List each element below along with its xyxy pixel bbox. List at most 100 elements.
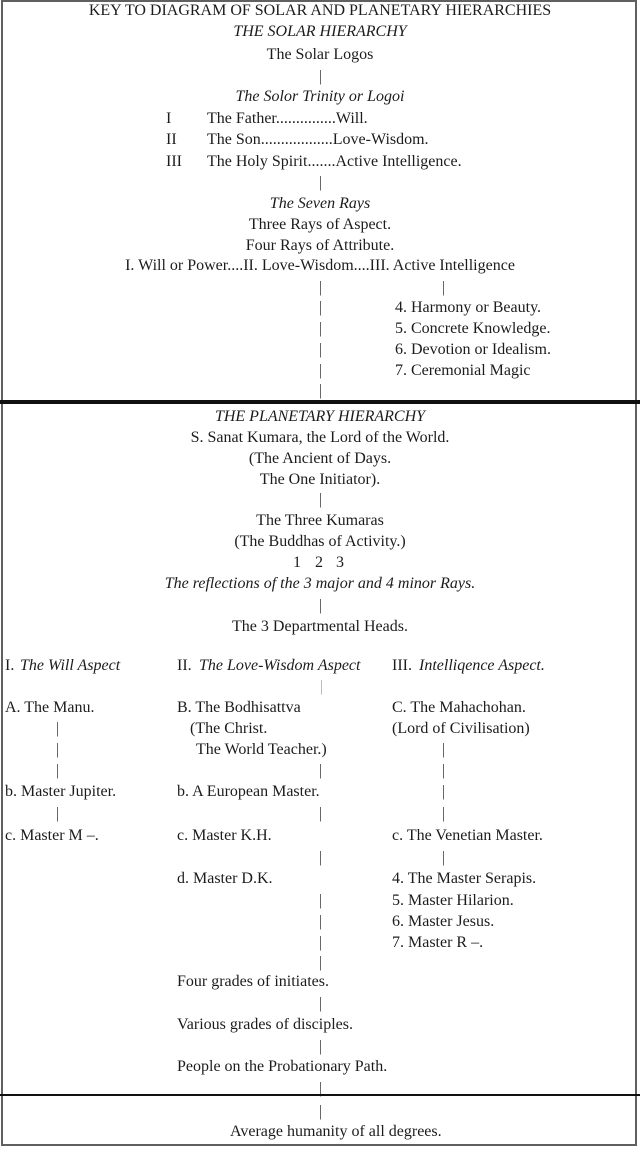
trinity-son-row: II The Son..................Love-Wisdom. [0,129,640,150]
connector-pipe: | [319,491,323,508]
probationary-row: People on the Probationary Path. [0,1056,640,1077]
master-jesus-label: 6. Master Jesus. [392,913,495,930]
master-m-label: c. Master M –. [5,827,99,844]
master-dk-label: d. Master D.K. [177,870,273,887]
rays-of-attribute-label: Four Rays of Attribute. [245,237,395,254]
mahachohan-label: C. The Mahachohan. [392,699,526,716]
connector-row: | [0,1101,640,1122]
connector-row: ||| [0,760,640,781]
ray-5-row: | 5. Concrete Knowledge. [0,318,640,339]
probationary-path-label: People on the Probationary Path. [177,1058,388,1075]
intelligence-aspect-heading: Intelliqence Aspect. [419,657,545,674]
ancient-of-days-label: (The Ancient of Days. [248,450,392,467]
love-wisdom-aspect-numeral: II. [177,657,192,674]
connector-pipe: | [442,783,446,800]
connector-row: | [0,489,640,510]
master-r-label: 7. Master R –. [392,934,484,951]
three-kumaras-label: The Three Kumaras [256,512,384,529]
connector-pipe: | [319,279,323,296]
ray-5-label: 5. Concrete Knowledge. [395,320,551,337]
initiates-row: Four grades of initiates. [0,971,640,992]
connector-row: | [0,1036,640,1057]
connector-pipe: | [320,678,324,695]
connector-pipe: | [442,805,446,822]
trinity-holy-spirit-label: The Holy Spirit.......Active Intelligenc… [207,153,462,170]
will-aspect-heading: The Will Aspect [20,657,121,674]
masters-list-row: | 7. Master R –. [0,932,640,953]
connector-pipe: | [319,913,323,930]
trinity-son-label: The Son..................Love-Wisdom. [207,131,429,148]
connector-pipe: | [56,720,60,737]
connector-pipe: | [442,849,446,866]
connector-row: | [0,172,640,193]
heads-subtitle-row: |(The Christ.(Lord of Civilisation) [0,718,640,739]
aspect-headings-row: I. The Will Aspect II. The Love-Wisdom Aspe… [0,655,640,676]
trinity-father-row: I The Father...............Will. [0,108,640,129]
disciples-row: Various grades of disciples. [0,1014,640,1035]
christ-label: (The Christ. [190,720,268,737]
disciples-label: Various grades of disciples. [177,1016,353,1033]
connector-pipe: | [319,597,323,614]
connector-pipe: | [56,762,60,779]
world-teacher-label: The World Teacher.) [196,741,327,758]
connector-pipe: | [319,934,323,951]
kumara-number-1: 1 [293,554,301,571]
connector-pipe: | [319,892,323,909]
initiates-label: Four grades of initiates. [177,973,329,990]
planetary-hierarchy-heading: THE PLANETARY HIERARCHY [214,408,426,425]
master-serapis-label: 4. The Master Serapis. [392,870,537,887]
connector-pipe: | [319,849,323,866]
love-wisdom-aspect-heading: The Love-Wisdom Aspect [199,657,361,674]
connector-row: | [0,993,640,1014]
connector-pipe: | [56,805,60,822]
connector-row: | [0,952,640,973]
ray-7-row: |7. Ceremonial Magic [0,360,640,381]
ray-7-label: 7. Ceremonial Magic [395,362,531,379]
seven-rays-heading: The Seven Rays [269,195,371,212]
connector-pipe: | [442,762,446,779]
kumara-number-3: 3 [336,554,344,571]
trinity-holy-spirit-numeral: III [166,153,182,170]
master-kh-label: c. Master K.H. [177,827,272,844]
connector-row-faded: | [0,676,640,697]
connector-pipe: | [319,320,323,337]
ray-6-label: 6. Devotion or Idealism. [395,341,551,358]
connector-pipe: | [442,741,446,758]
european-master-label: b. A European Master. [177,783,320,800]
trinity-father-numeral: I [166,110,172,127]
trinity-son-numeral: II [166,131,177,148]
heads-subtitle-row: ||The World Teacher.) [0,739,640,760]
connector-pipe: | [319,341,323,358]
connector-row: || [0,277,640,298]
solar-trinity-heading: The Solor Trinity or Logoi [235,88,405,105]
ray-4-label: 4. Harmony or Beauty. [395,299,542,316]
intelligence-aspect-numeral: III. [392,657,412,674]
connector-pipe: | [319,68,323,85]
connector-row: | [0,595,640,616]
masters-list-row: | 6. Master Jesus. [0,911,640,932]
connector-row: || [0,847,640,868]
masters-c-row: c. Master M –. c. Master K.H. c. The Venet… [0,825,640,846]
buddhas-of-activity-label: (The Buddhas of Activity.) [234,533,406,550]
section-divider-thin [0,1094,640,1096]
one-initiator-label: The One Initiator). [259,471,381,488]
ray-6-row: | 6. Devotion or Idealism. [0,339,640,360]
connector-pipe: | [319,299,323,316]
average-humanity-label: Average humanity of all degrees. [230,1123,442,1140]
connector-pipe: | [319,174,323,191]
bodhisattva-label: B. The Bodhisattva [177,699,301,716]
connector-row: | [0,66,640,87]
trinity-father-label: The Father...............Will. [207,110,368,127]
departmental-heads-label: The 3 Departmental Heads. [232,618,408,635]
connector-pipe: | [319,1038,323,1055]
connector-pipe: | [442,279,446,296]
venetian-master-label: c. The Venetian Master. [392,827,543,844]
reflections-note: The reflections of the 3 major and 4 min… [164,575,476,592]
rays-of-aspect-label: Three Rays of Aspect. [248,216,392,233]
connector-pipe: | [319,805,323,822]
will-aspect-numeral: I. [5,657,15,674]
diagram-title: KEY TO DIAGRAM OF SOLAR AND PLANETARY HI… [88,2,552,19]
